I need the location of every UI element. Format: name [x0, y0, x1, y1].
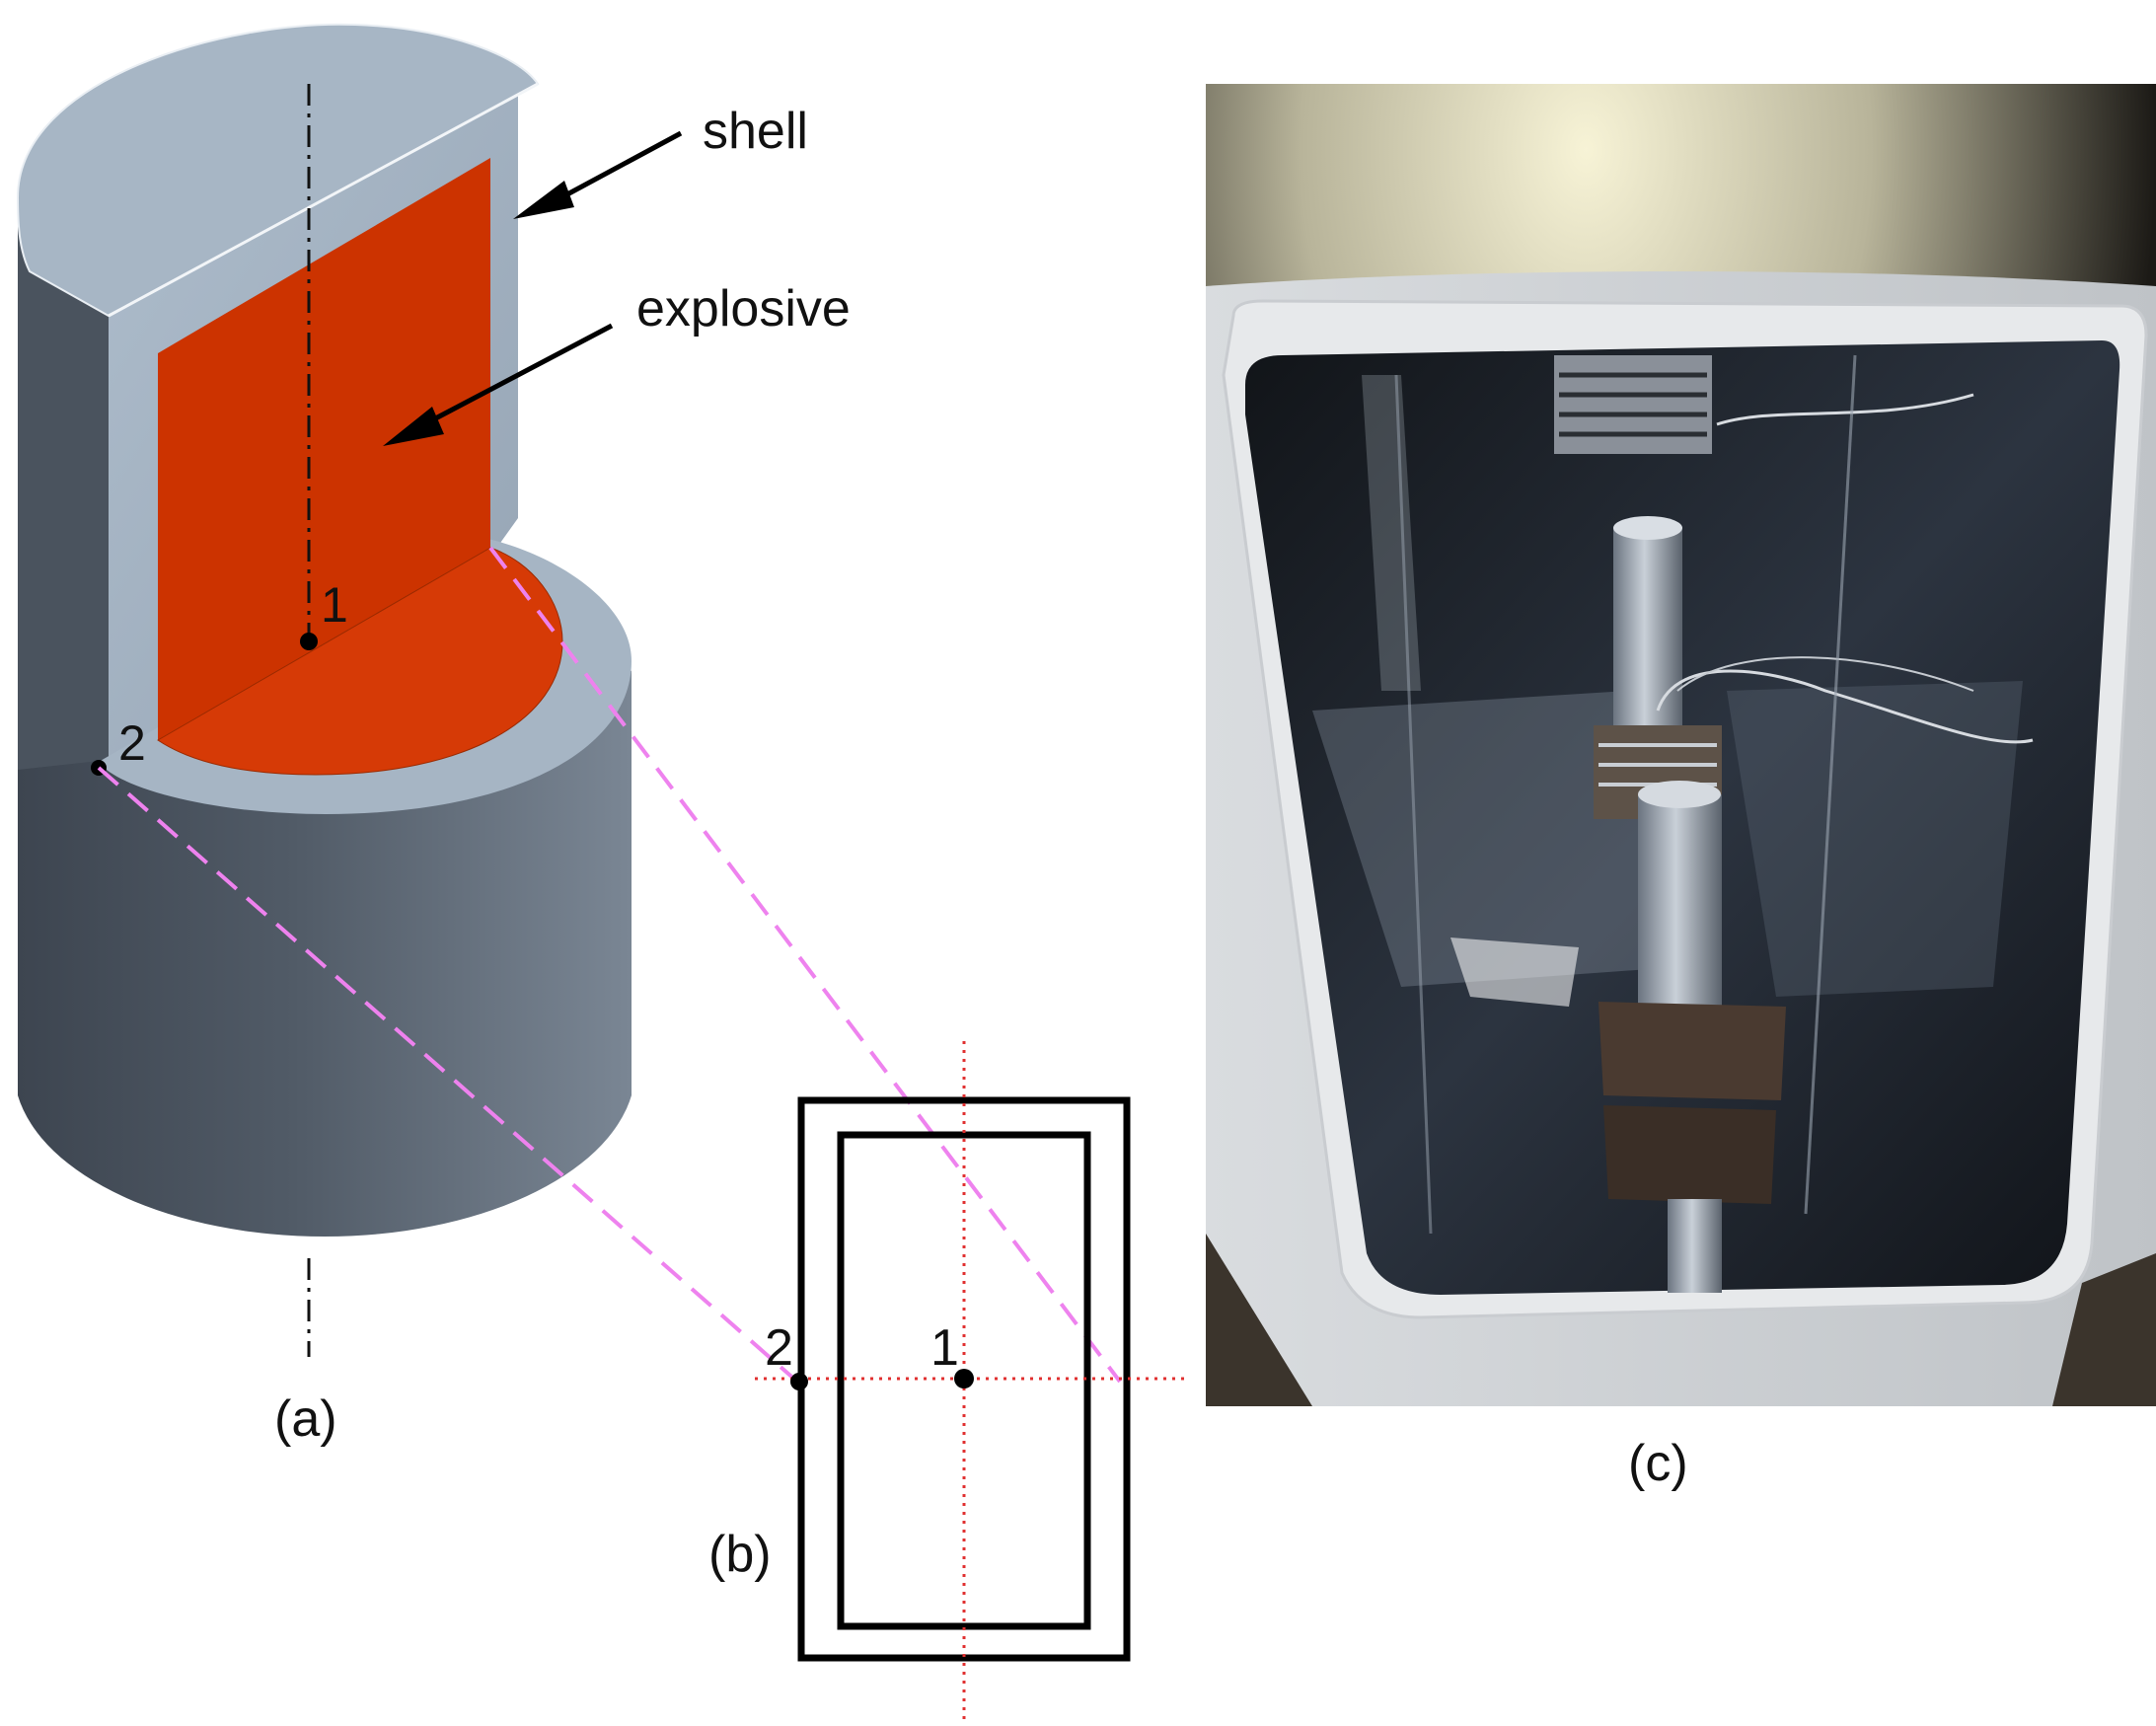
explosive-base-face — [157, 547, 563, 776]
panel-a: 1 2 shell explosive (a) — [16, 23, 851, 1448]
point-1-label-b: 1 — [930, 1319, 959, 1377]
panel-c-caption: (c) — [1628, 1435, 1688, 1492]
point-2-label: 2 — [118, 715, 146, 771]
point-2-label-b: 2 — [765, 1319, 793, 1377]
point-1-marker-b — [954, 1369, 974, 1388]
explosive-section-face — [158, 158, 490, 740]
shell-label: shell — [703, 103, 808, 160]
panel-b: 1 2 (b) — [708, 1041, 1184, 1722]
explosive-label: explosive — [636, 280, 851, 338]
point-1-label: 1 — [321, 577, 348, 633]
explosive-callout-arrow — [383, 323, 614, 446]
projection-guide-lines — [97, 546, 1122, 1384]
panel-a-caption: (a) — [274, 1390, 337, 1448]
point-1-marker — [300, 633, 318, 650]
explosive-outline — [837, 1131, 1091, 1630]
shell-top-face — [16, 23, 540, 318]
point-2-marker-b — [790, 1373, 808, 1390]
panel-b-caption: (b) — [708, 1526, 772, 1583]
shell-callout-arrow — [513, 130, 683, 219]
panel-c-photo — [1206, 84, 2156, 1406]
